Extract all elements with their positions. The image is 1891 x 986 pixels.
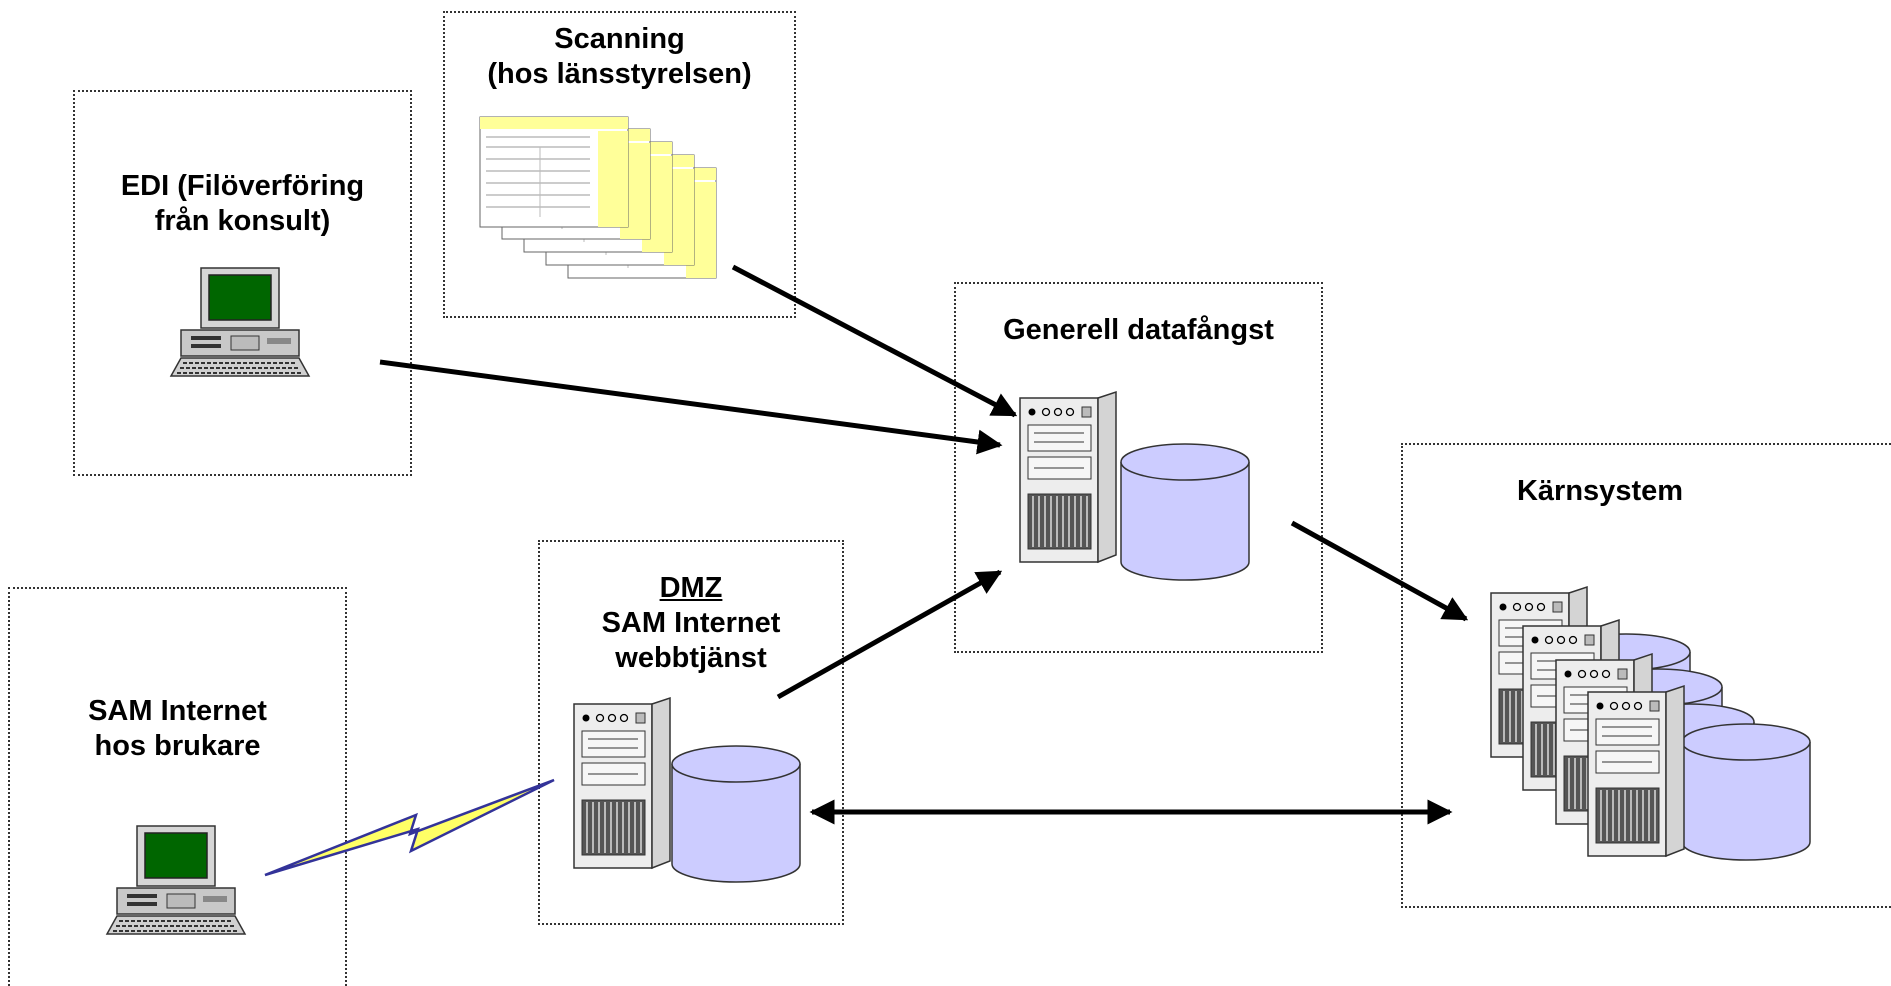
scanning-label-line1: Scanning xyxy=(554,23,685,55)
karn-server-cluster xyxy=(1490,586,1811,861)
scanning-label-line2: (hos länsstyrelsen) xyxy=(487,58,752,90)
sam-label-line2: hos brukare xyxy=(94,730,261,762)
dmz-label-line1: SAM Internet xyxy=(601,607,781,639)
gdf-tower-server-icon xyxy=(1019,391,1117,563)
dmz-label-line2: webbtjänst xyxy=(615,642,767,674)
edi-label-line1: EDI (Filöverföring xyxy=(120,170,365,202)
dmz-database-cylinder-icon xyxy=(671,745,801,883)
arrow-dmz-to-gdf xyxy=(776,569,1003,700)
dmz-tower-server-icon xyxy=(573,697,671,869)
sam-label-line1: SAM Internet xyxy=(88,695,267,727)
gdf-label: Generell datafångst xyxy=(954,313,1323,348)
arrow-edi-to-gdf xyxy=(379,359,1003,455)
karn-title: Kärnsystem xyxy=(1516,475,1684,507)
karn-database-cylinder-icon xyxy=(1681,723,1811,861)
karn-label: Kärnsystem xyxy=(1430,474,1770,509)
edi-label: EDI (Filöverföring från konsult) xyxy=(73,169,412,239)
gdf-title: Generell datafångst xyxy=(1003,314,1274,346)
scanning-label: Scanning (hos länsstyrelsen) xyxy=(443,22,796,92)
sam-label: SAM Internet hos brukare xyxy=(8,694,347,764)
dmz-heading: DMZ xyxy=(659,572,723,604)
arrow-scanning-to-gdf xyxy=(731,264,1018,418)
lightning-link-icon xyxy=(264,778,555,877)
dmz-label: DMZ SAM Internet webbtjänst xyxy=(538,571,844,676)
edi-label-line2: från konsult) xyxy=(154,205,331,237)
gdf-database-cylinder-icon xyxy=(1120,443,1250,581)
edi-desktop-computer-icon xyxy=(170,267,310,377)
paper-forms-icon xyxy=(479,116,717,279)
sam-desktop-computer-icon xyxy=(106,825,246,935)
karn-tower-server-icon xyxy=(1587,685,1685,857)
arrow-gdf-to-karn xyxy=(1290,520,1469,622)
